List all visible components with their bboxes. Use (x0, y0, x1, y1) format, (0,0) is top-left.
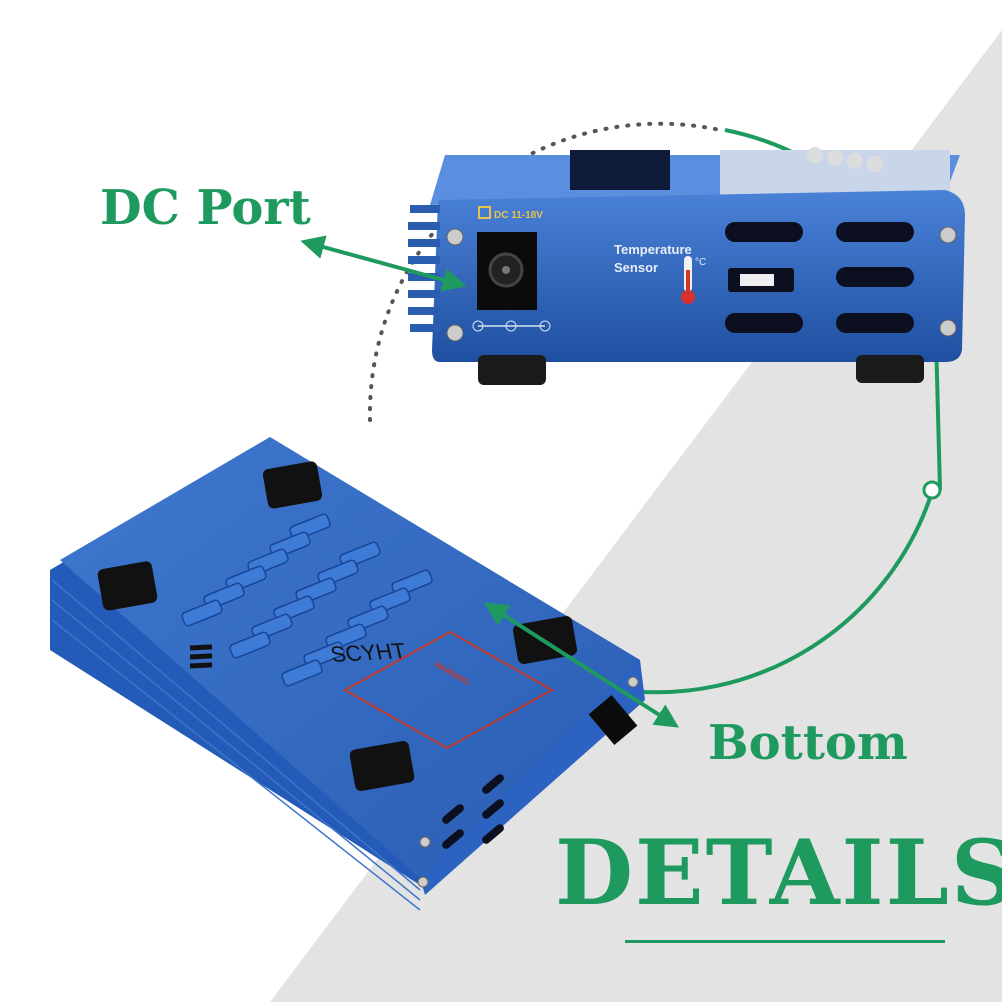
dc-port-label: DC Port (100, 180, 311, 236)
sensor-text: Sensor (614, 260, 658, 275)
temperature-text: Temperature (614, 242, 692, 257)
details-title: DETAILS (555, 820, 1002, 926)
bottom-arrow (483, 602, 680, 728)
dc-input-rating: DC 11-18V (494, 210, 543, 221)
charger-bottom-view (50, 437, 645, 911)
bottom-label: Bottom (708, 715, 908, 771)
celsius-text: °C (695, 257, 706, 268)
charger-front-view (408, 147, 965, 385)
details-underline (625, 940, 945, 943)
brand-logo-text: SCYHT (328, 638, 409, 666)
dc-port-arrow (300, 235, 467, 292)
dotted-arc (367, 121, 722, 422)
arc-node (922, 480, 942, 500)
